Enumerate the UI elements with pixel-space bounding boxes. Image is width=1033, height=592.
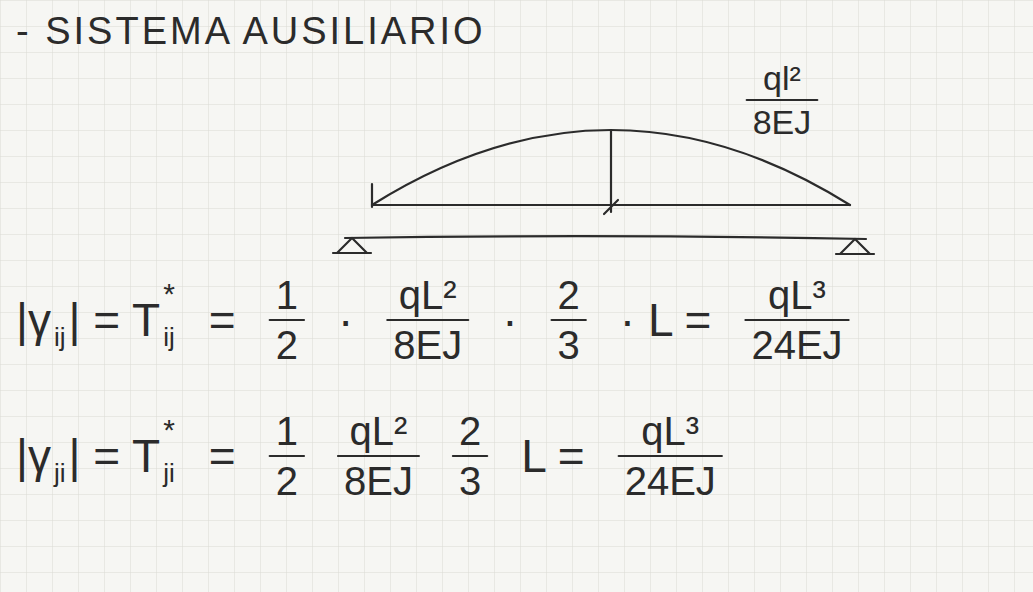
fraction-bar <box>619 455 722 457</box>
formula-text: | = T <box>69 297 161 343</box>
formula-text: = <box>209 297 236 343</box>
fraction-denominator: 2 <box>276 461 298 501</box>
fraction-denominator: 3 <box>459 461 481 501</box>
formula-text: |γ <box>16 297 51 343</box>
fraction-denominator: 2 <box>276 325 298 365</box>
superscript: * <box>163 415 175 445</box>
fraction-numerator: 2 <box>558 275 580 315</box>
subscript: ij <box>163 324 175 350</box>
fraction-denominator: 24EJ <box>625 461 716 501</box>
fraction-numerator: qL³ <box>641 411 699 451</box>
fraction-bar <box>453 455 487 457</box>
right-support <box>836 239 874 254</box>
superscript: * <box>163 279 175 309</box>
fraction-bar <box>552 319 586 321</box>
left-support <box>333 238 371 253</box>
subscript: ji <box>54 460 66 486</box>
fraction-numerator: qL³ <box>768 275 826 315</box>
formula-text: · L = <box>620 297 712 343</box>
fraction-denominator: 24EJ <box>751 325 842 365</box>
fraction-bar <box>745 319 848 321</box>
fraction-numerator: qL² <box>350 411 408 451</box>
moment-value: ql² <box>763 61 801 95</box>
fraction-numerator: qL² <box>399 275 457 315</box>
formula-text: | = T <box>69 433 161 479</box>
section-title: - SISTEMA AUSILIARIO <box>16 12 486 50</box>
fraction-bar <box>387 319 468 321</box>
fraction-numerator: 2 <box>459 411 481 451</box>
fraction-denominator: 8EJ <box>344 461 413 501</box>
formula-text: L = <box>521 433 585 479</box>
moment-value: 8EJ <box>753 105 812 139</box>
moment-end-line <box>371 184 373 207</box>
formula-text: · <box>338 297 353 343</box>
moment-midspan-line <box>604 130 618 214</box>
subscript: ji <box>163 460 175 486</box>
formula-text: · <box>502 297 517 343</box>
fraction-bar <box>338 455 419 457</box>
subscript: ij <box>54 324 66 350</box>
fraction-numerator: 1 <box>276 275 298 315</box>
beam-line <box>345 236 866 239</box>
formula-text: = <box>209 433 236 479</box>
fraction-numerator: 1 <box>276 411 298 451</box>
fraction-denominator: 8EJ <box>393 325 462 365</box>
formula-text: |γ <box>16 433 51 479</box>
fraction-bar <box>747 99 818 101</box>
fraction-bar <box>270 455 304 457</box>
fraction-denominator: 3 <box>558 325 580 365</box>
fraction-bar <box>270 319 304 321</box>
